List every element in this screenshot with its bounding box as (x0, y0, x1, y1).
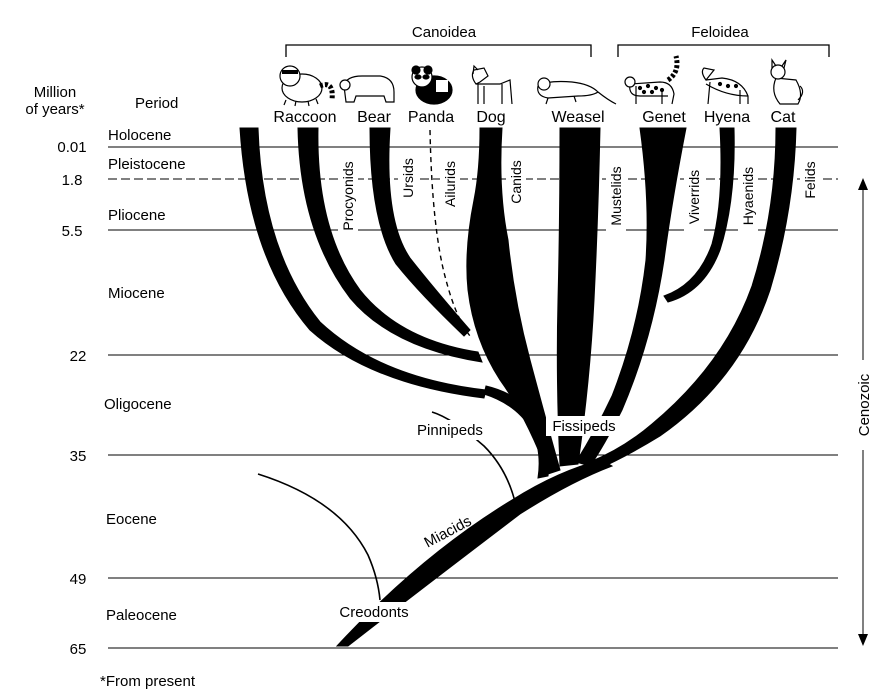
time-tick-5.5: 5.5 (62, 223, 83, 240)
genet-icon (624, 55, 680, 105)
family-label-ailurids: Ailurids (442, 161, 458, 207)
branch-hyaenids (663, 127, 735, 303)
branch-felids (589, 127, 797, 471)
dog-icon (471, 64, 513, 105)
canoidea-label: Canoidea (412, 24, 477, 41)
group-label-creodonts: Creodonts (339, 604, 408, 621)
hyena-icon (701, 67, 749, 105)
branch-viverrids (575, 127, 687, 467)
group-label-pinnipeds: Pinnipeds (417, 422, 483, 439)
panda-icon (411, 65, 453, 105)
axis-title-line1: Million (34, 84, 77, 101)
branch-ursids (297, 127, 483, 363)
weasel-icon (537, 77, 617, 105)
branch-ursids-upper (369, 127, 471, 337)
period-column-title: Period (135, 95, 178, 112)
period-oligocene: Oligocene (104, 396, 172, 413)
canoidea-bracket (285, 44, 592, 57)
animal-label-dog: Dog (476, 109, 505, 126)
time-tick-49: 49 (70, 571, 87, 588)
animal-label-bear: Bear (357, 109, 391, 126)
animal-label-hyena: Hyena (704, 109, 750, 126)
branch-mustelids (556, 127, 601, 467)
time-tick-0.01: 0.01 (57, 139, 86, 156)
family-label-mustelids: Mustelids (608, 166, 624, 225)
animal-label-genet: Genet (642, 109, 686, 126)
branch-creodonts (257, 473, 381, 601)
period-paleocene: Paleocene (106, 607, 177, 624)
raccoon-icon (279, 65, 335, 107)
branch-pinnipeds (431, 411, 517, 507)
family-label-viverrids: Viverrids (686, 170, 702, 224)
family-label-felids: Felids (802, 161, 818, 198)
branch-ailurids (429, 129, 471, 337)
family-label-ursids: Ursids (400, 158, 416, 198)
feloidea-label: Feloidea (691, 24, 749, 41)
time-tick-65: 65 (70, 641, 87, 658)
animal-label-weasel: Weasel (551, 109, 604, 126)
period-pliocene: Pliocene (108, 207, 166, 224)
time-tick-22: 22 (70, 348, 87, 365)
animal-label-raccoon: Raccoon (273, 109, 336, 126)
family-label-canids: Canids (508, 160, 524, 204)
time-tick-1.8: 1.8 (62, 172, 83, 189)
period-eocene: Eocene (106, 511, 157, 528)
animal-label-panda: Panda (408, 109, 454, 126)
period-holocene: Holocene (108, 127, 171, 144)
feloidea-bracket (617, 44, 830, 57)
group-label-fissipeds: Fissipeds (552, 418, 615, 435)
branch-canids (466, 127, 561, 475)
family-label-hyaenids: Hyaenids (740, 167, 756, 225)
era-label-cenozoic: Cenozoic (856, 373, 873, 436)
cenozoic-arrow (858, 178, 868, 646)
branch-miacids-trunk (335, 459, 614, 647)
footnote: *From present (100, 673, 196, 690)
bear-icon (339, 75, 395, 103)
period-miocene: Miocene (108, 285, 165, 302)
family-label-procyonids: Procyonids (340, 161, 356, 230)
axis-title-line2: of years* (25, 101, 84, 118)
time-tick-35: 35 (70, 448, 87, 465)
animal-label-cat: Cat (771, 109, 796, 126)
branch-procyonids (239, 127, 487, 399)
phylogeny-tree (239, 127, 797, 647)
cat-icon (770, 58, 804, 105)
period-pleistocene: Pleistocene (108, 156, 186, 173)
